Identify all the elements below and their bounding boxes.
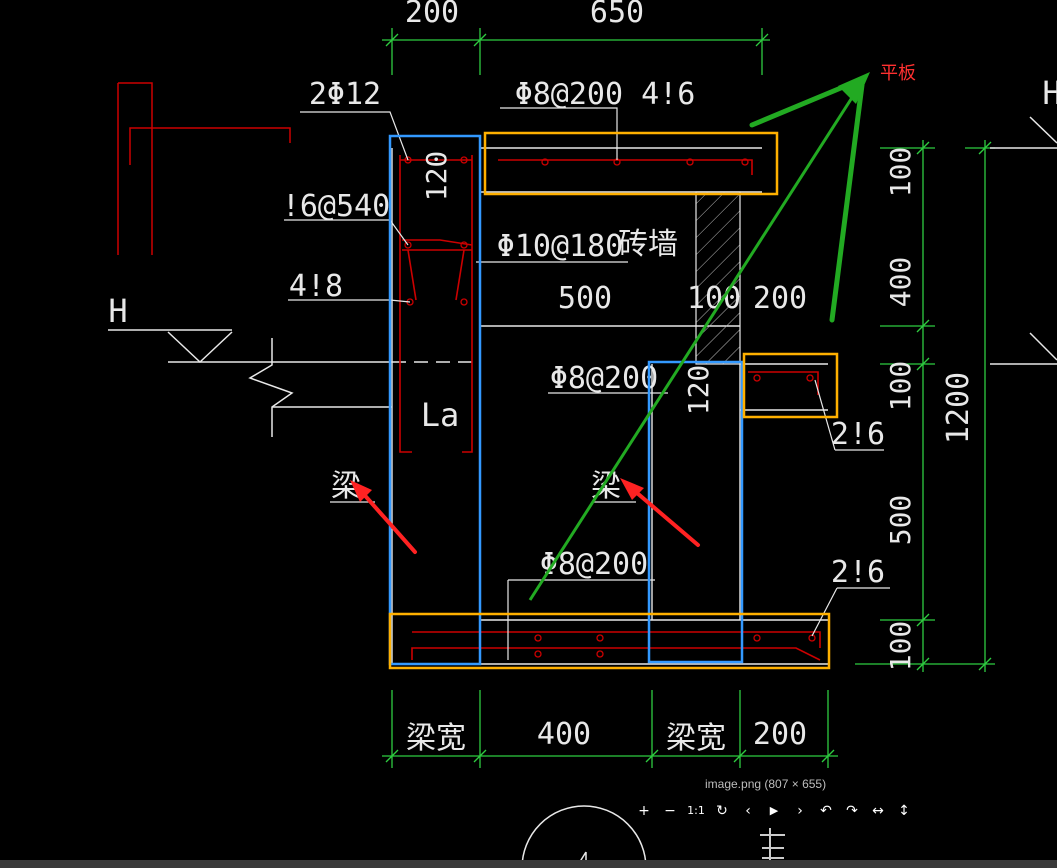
zoom-out-button[interactable]: − <box>664 803 676 819</box>
viewer-toolbar: + − 1:1 ↻ ‹ ▶ › ↶ ↷ ↔ ↕ <box>634 800 914 822</box>
label-bottom-bars: 2!6 <box>831 555 885 590</box>
dim-right-100-c: 100 <box>884 621 917 672</box>
dim-top-650: 650 <box>590 0 644 30</box>
rotate-left-icon[interactable]: ↶ <box>820 803 832 819</box>
bottom-strip <box>0 860 1057 868</box>
dim-bottom-400: 400 <box>537 717 591 752</box>
grid-bubble <box>521 805 647 868</box>
flip-horizontal-icon[interactable]: ↔ <box>872 803 884 819</box>
slab-highlight-top <box>483 131 779 196</box>
label-stirrup: !6@540 <box>282 189 390 224</box>
bottom-glyph <box>760 828 785 868</box>
label-slab-top: Φ8@200 4!6 <box>515 77 696 112</box>
level-mark-left <box>108 329 480 437</box>
label-top-bars: 2Φ12 <box>309 77 381 112</box>
previous-button[interactable]: ‹ <box>745 803 751 819</box>
label-small-slab-bars: 2!6 <box>831 417 885 452</box>
highlight-boxes-blue <box>388 134 744 666</box>
rebar <box>399 155 821 661</box>
flip-vertical-icon[interactable]: ↕ <box>898 803 910 819</box>
label-span-500: 500 <box>558 281 612 316</box>
beam-highlight-right <box>647 360 744 664</box>
label-span-200: 200 <box>753 281 807 316</box>
label-bottom-slab: Φ8@200 <box>540 547 648 582</box>
red-arrowhead-right <box>620 478 644 500</box>
level-mark-right <box>990 116 1057 365</box>
zoom-in-button[interactable]: + <box>638 803 650 819</box>
dim-right-400: 400 <box>884 257 917 308</box>
red-arrows <box>358 485 700 554</box>
dim-bottom-200: 200 <box>753 717 807 752</box>
dim-right-100-b: 100 <box>884 361 917 412</box>
dim-top-200: 200 <box>405 0 459 30</box>
slab-highlight-bottom <box>388 612 831 670</box>
label-wall-tie: Φ10@180 <box>497 229 623 264</box>
play-button[interactable]: ▶ <box>769 804 779 817</box>
image-viewer-caption: image.png (807 × 655) <box>705 777 827 791</box>
actual-size-button[interactable]: 1:1 <box>687 804 705 817</box>
label-thickness-left: 120 <box>420 151 453 202</box>
rotate-right-icon[interactable]: ↷ <box>846 803 858 819</box>
highlight-boxes-orange <box>388 131 839 670</box>
brick-wall-hatch <box>695 191 741 365</box>
level-mark-left-label: H <box>108 292 127 330</box>
annotation-label: 平板 <box>880 63 916 84</box>
dim-bottom-beam-width-right: 梁宽 <box>666 721 726 756</box>
dim-right-500: 500 <box>884 495 917 546</box>
left-wall-lines <box>117 82 291 255</box>
slab-highlight-mid <box>742 352 839 419</box>
label-thickness-mid: 120 <box>682 365 715 416</box>
rebar-dots <box>404 156 816 658</box>
beam-highlight-left <box>388 134 482 666</box>
next-button[interactable]: › <box>797 803 803 819</box>
label-anchorage: La <box>421 396 460 434</box>
dim-total-1200: 1200 <box>941 372 976 444</box>
green-arrow-long <box>528 81 864 601</box>
dim-bottom-beam-width-left: 梁宽 <box>406 721 466 756</box>
label-mid-slab: Φ8@200 <box>550 361 658 396</box>
top-dimension <box>382 28 770 75</box>
label-side-bars: 4!8 <box>289 269 343 304</box>
right-dimension <box>855 140 995 672</box>
bottom-dimension <box>382 690 838 768</box>
dim-right-100-a: 100 <box>884 147 917 198</box>
level-mark-right-label: H <box>1042 74 1057 112</box>
label-brick-wall: 砖墙 <box>618 227 678 262</box>
green-arrowhead <box>838 72 870 104</box>
red-arrowhead-left <box>350 480 372 502</box>
refresh-icon[interactable]: ↻ <box>716 803 728 819</box>
